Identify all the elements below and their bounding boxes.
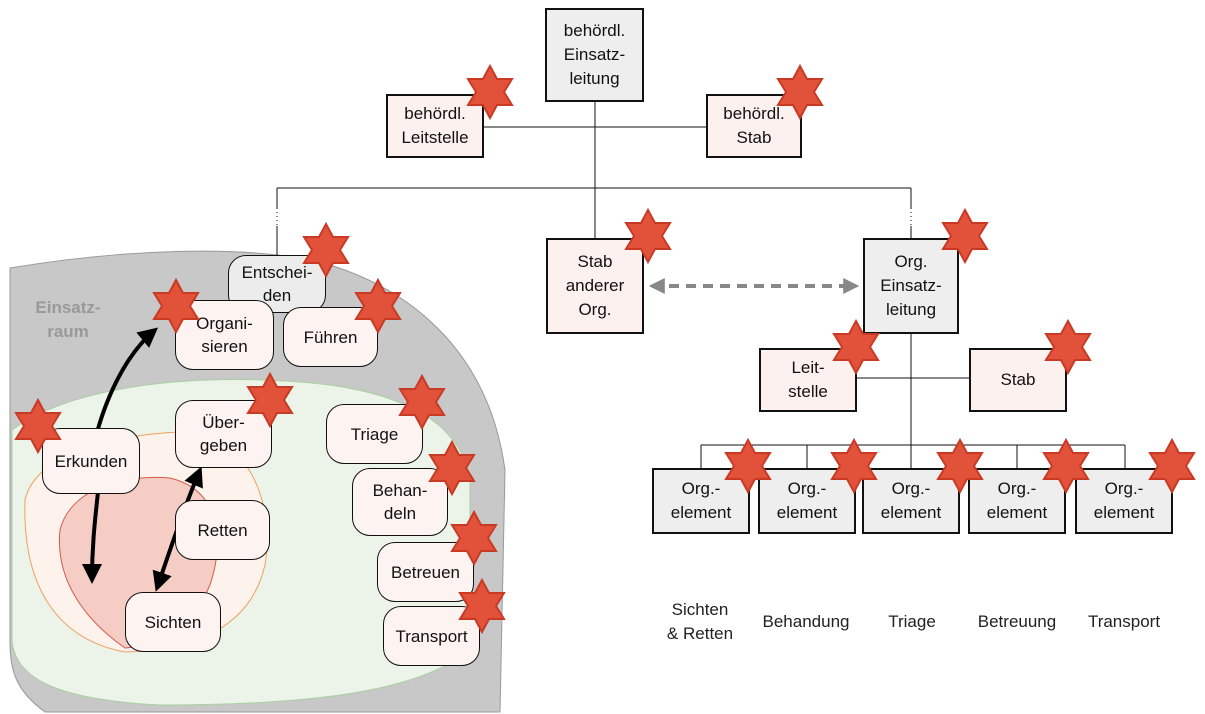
star-icon [1044, 318, 1092, 376]
star-icon [354, 277, 402, 335]
star-icon [428, 439, 476, 497]
bottom-label: Behandung [762, 612, 850, 631]
star-icon [936, 437, 984, 495]
star-icon [450, 509, 498, 567]
star-icon [941, 207, 989, 265]
activity-organisieren: Organi- sieren [175, 300, 274, 370]
activity-erkunden: Erkunden [42, 428, 140, 494]
star-icon [246, 371, 294, 429]
box-stab-anderer-org: Stab anderer Org. [546, 238, 644, 334]
bottom-label: Sichten & Retten [666, 600, 734, 643]
star-icon [398, 373, 446, 431]
bottom-label: Betreuung [977, 612, 1057, 631]
bottom-label: Triage [888, 612, 936, 631]
box-leitstelle: Leit- stelle [759, 348, 857, 412]
box-org-element: Org.- element [862, 468, 960, 534]
star-icon [832, 318, 880, 376]
star-icon [466, 63, 514, 121]
arrow-erkunden-down [82, 491, 103, 584]
arrow-erkunden-organisieren [93, 327, 159, 441]
box-org-einsatzleitung: Org. Einsatz- leitung [863, 238, 959, 334]
star-icon [830, 437, 878, 495]
star-icon [152, 277, 200, 335]
activity-entscheiden: Entschei- den [228, 255, 326, 313]
star-icon [458, 577, 506, 635]
area-label-einsatzraum: Einsatz- raum [35, 298, 101, 341]
connector-lines [276, 102, 1126, 468]
star-icon [302, 221, 350, 279]
star-icon [724, 437, 772, 495]
bottom-label: Transport [1087, 612, 1161, 631]
star-icon [1148, 437, 1196, 495]
star-icon [624, 207, 672, 265]
star-icon [776, 63, 824, 121]
box-behoerdl-einsatzleitung: behördl. Einsatz- leitung [545, 8, 644, 102]
star-icon [14, 397, 62, 455]
star-icon [1042, 437, 1090, 495]
activity-sichten: Sichten [125, 592, 221, 652]
activity-retten: Retten [175, 500, 270, 560]
